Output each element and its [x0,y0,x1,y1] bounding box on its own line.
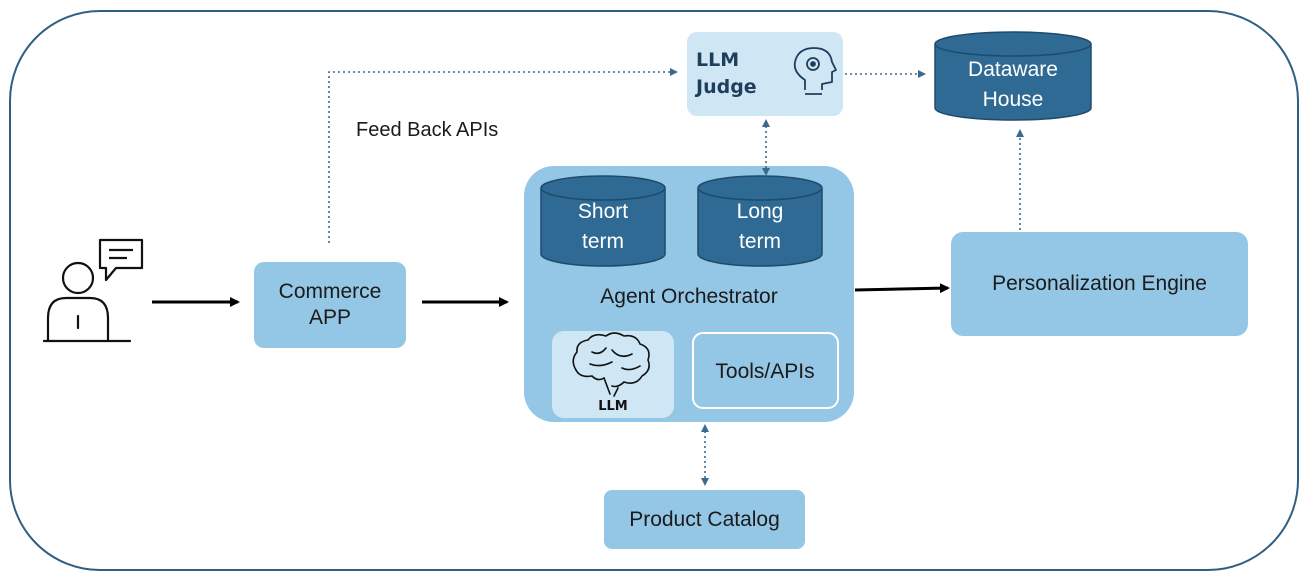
commerce-app-box: Commerce APP [254,262,406,348]
short-term-label-line2: term [582,230,624,253]
llm-judge-label-line2: Judge [694,76,757,98]
long-term-cylinder [697,175,823,267]
product-catalog-box: Product Catalog [604,490,805,549]
arrow-orchestrator-to-personalization [854,283,950,294]
long-term-label-line2: term [739,230,781,253]
arrow-feedback-to-judge [328,68,678,243]
tools-apis-box [692,332,839,409]
outer-frame [9,10,1299,571]
data-warehouse-label-line1: Dataware [968,58,1058,81]
llm-label: LLM [598,399,628,414]
llm-judge-box [687,32,843,116]
personalization-engine-box: Personalization Engine [951,232,1248,336]
robot-head-icon [793,47,837,95]
long-term-label-line1: Long [737,200,784,223]
tools-apis-label: Tools/APIs [715,360,814,383]
feedback-apis-label: Feed Back APIs [356,119,498,141]
short-term-cylinder [540,175,666,267]
llm-box [552,331,674,418]
data-warehouse-cylinder [934,31,1092,121]
product-catalog-label: Product Catalog [629,507,780,531]
user-icon [42,261,132,343]
brain-icon [572,332,650,397]
short-term-label-line1: Short [578,200,628,223]
personalization-engine-label: Personalization Engine [992,272,1207,295]
llm-judge-label-line1: LLM [696,49,739,71]
data-warehouse-label-line2: House [983,88,1044,111]
agent-orchestrator-label: Agent Orchestrator [600,285,777,308]
commerce-app-label-line2: APP [308,306,352,329]
chat-bubble-icon [98,238,144,282]
commerce-app-label-line1: Commerce [278,280,382,303]
